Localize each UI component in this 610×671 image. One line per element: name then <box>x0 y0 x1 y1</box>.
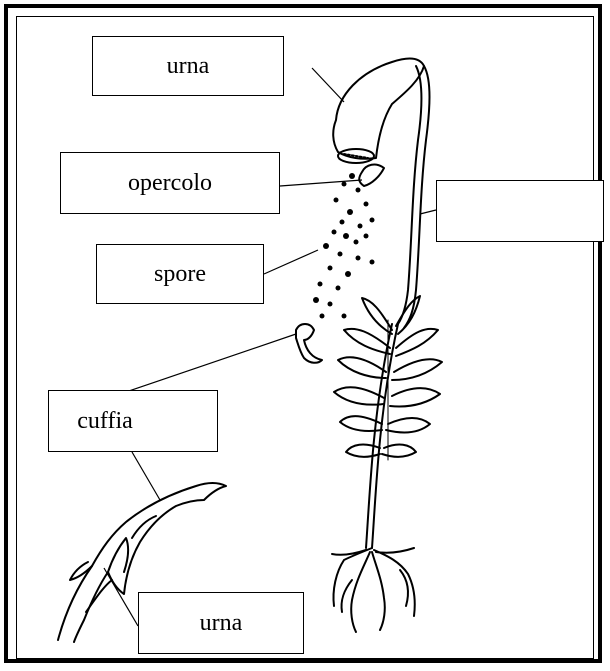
leaf <box>392 359 442 380</box>
leaf <box>382 445 416 457</box>
label-cuffia: cuffia <box>77 408 133 435</box>
capsule-shape <box>333 59 424 159</box>
spores <box>313 173 375 319</box>
label-box-cuffia: cuffia <box>48 390 218 452</box>
rhizoid <box>400 570 408 606</box>
small-calyptra <box>296 324 322 363</box>
operculum-shape <box>359 165 384 186</box>
leaf <box>386 418 430 432</box>
label-box-urna-bottom: urna <box>138 592 304 654</box>
leaf <box>338 357 386 378</box>
leaf <box>334 387 384 404</box>
leaf <box>344 329 390 354</box>
leaf <box>346 445 380 457</box>
label-spore: spore <box>154 261 206 288</box>
rhizoid <box>332 550 366 555</box>
leaf <box>396 329 438 356</box>
label-opercolo: opercolo <box>128 170 212 197</box>
seta-inner <box>398 66 422 324</box>
leaf <box>390 388 440 406</box>
label-box-blank <box>436 180 604 242</box>
rhizoid <box>374 550 415 616</box>
rhizoid <box>376 548 414 553</box>
rhizoid <box>372 552 385 630</box>
rhizoid <box>351 552 370 632</box>
label-urna-bottom: urna <box>200 610 243 637</box>
label-box-opercolo: opercolo <box>60 152 280 214</box>
label-box-spore: spore <box>96 244 264 304</box>
leaf <box>396 296 420 334</box>
label-urna: urna <box>167 53 210 80</box>
label-box-urna: urna <box>92 36 284 96</box>
